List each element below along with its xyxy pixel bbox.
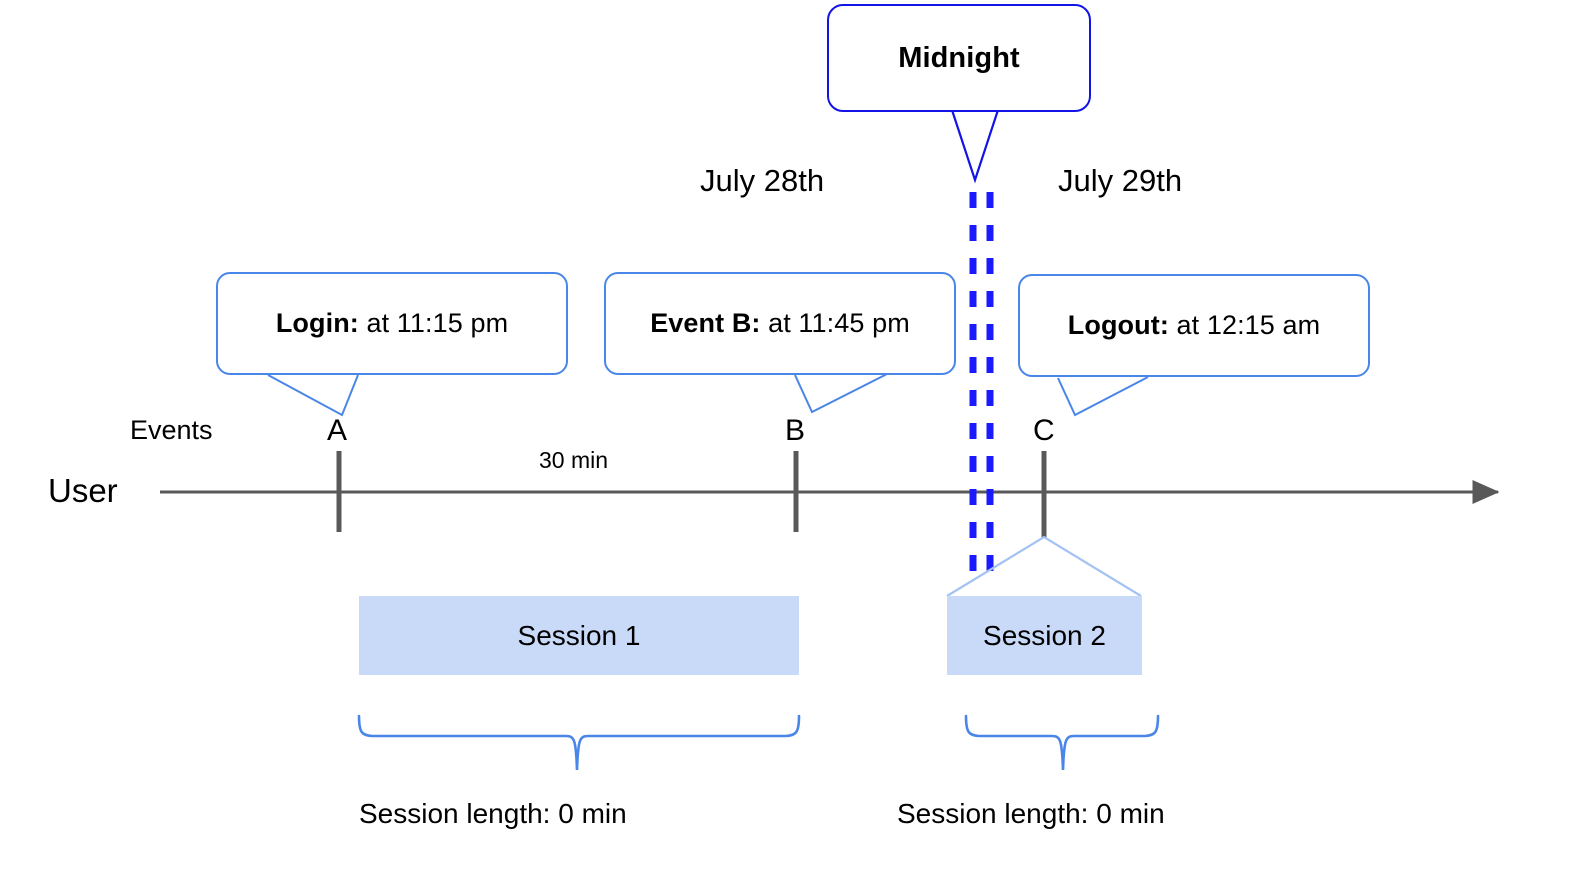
session-2-label: Session 2 <box>983 619 1106 651</box>
callout-logout-bold: Logout: <box>1067 310 1169 340</box>
event-point-label-c: C <box>1033 414 1055 447</box>
callout-login-rest: at 11:15 pm <box>358 308 509 338</box>
callout-logout-text: Logout: at 12:15 am <box>1068 310 1320 341</box>
callout-logout-tail <box>1057 376 1149 417</box>
session-2-connector <box>946 535 1142 597</box>
event-point-label-a: A <box>327 414 348 447</box>
session-1-length-label: Session length: 0 min <box>359 798 627 829</box>
session-2-brace <box>964 714 1160 771</box>
callout-eventb: Event B: at 11:45 pm <box>604 272 956 375</box>
day-label-july-29: July 29th <box>1058 163 1183 198</box>
session-1-label: Session 1 <box>517 619 641 651</box>
callout-login: Login: at 11:15 pm <box>216 272 568 375</box>
session-1-brace <box>357 714 801 771</box>
gap-duration-label: 30 min <box>539 447 609 473</box>
callout-login-bold: Login: <box>275 308 359 338</box>
callout-eventb-bold: Event B: <box>650 308 761 338</box>
midnight-callout: Midnight <box>827 4 1091 112</box>
callout-eventb-text: Event B: at 11:45 pm <box>650 308 910 339</box>
user-row-label: User <box>48 472 118 509</box>
callout-login-tail <box>267 374 359 417</box>
callout-logout-rest: at 12:15 am <box>1168 310 1321 340</box>
callout-eventb-rest: at 11:45 pm <box>760 308 910 338</box>
callout-logout: Logout: at 12:15 am <box>1018 274 1370 377</box>
callout-eventb-tail <box>794 373 888 414</box>
event-point-label-b: B <box>785 414 806 447</box>
midnight-dashed-lines <box>969 192 994 586</box>
session-2-bar: Session 2 <box>947 596 1142 675</box>
session-2-length-label: Session length: 0 min <box>897 798 1165 829</box>
midnight-callout-label: Midnight <box>898 41 1020 74</box>
callout-login-text: Login: at 11:15 pm <box>276 308 508 339</box>
session-1-bar: Session 1 <box>359 596 799 675</box>
day-label-july-28: July 28th <box>700 163 825 198</box>
events-row-label: Events <box>130 415 213 445</box>
midnight-callout-tail <box>950 109 1000 184</box>
